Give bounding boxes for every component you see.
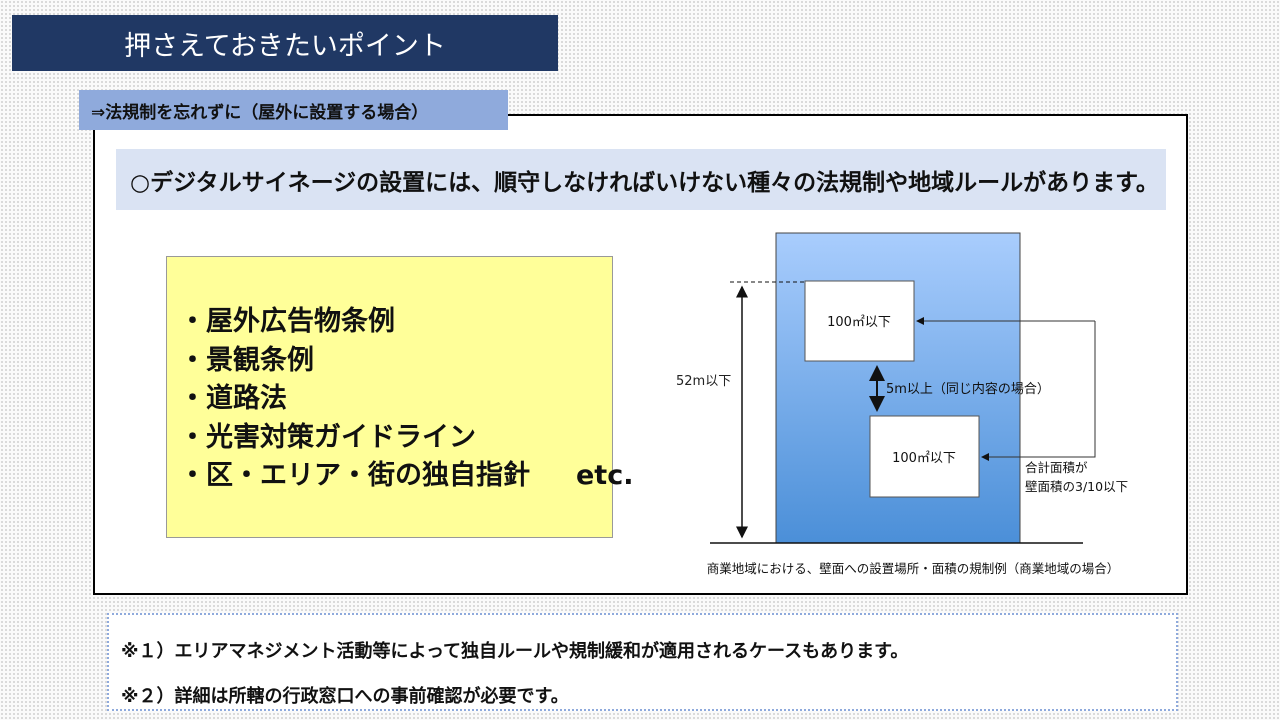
regulation-list: ・屋外広告物条例 ・景観条例 ・道路法 ・光害対策ガイドライン ・区・エリア・街… (166, 256, 633, 538)
footnote-2: ※２）詳細は所轄の行政窓口への事前確認が必要です。 (121, 686, 569, 707)
slide-title: 押さえておきたいポイント (12, 15, 558, 71)
regulation-item: ・区・エリア・街の独自指針 etc. (179, 457, 633, 496)
total-area-label-1: 合計面積が (1025, 460, 1088, 475)
regulation-item: ・景観条例 (179, 344, 314, 376)
regulation-item: ・屋外広告物条例 (179, 306, 395, 337)
section-subtitle: ⇒法規制を忘れずに（屋外に設置する場合） (79, 90, 508, 130)
total-area-connector (981, 321, 1096, 461)
sign-top-label: 100㎡以下 (827, 315, 891, 330)
diagram-caption: 商業地域における、壁面への設置場所・面積の規制例（商業地域の場合） (707, 561, 1120, 576)
total-area-label-2: 壁面積の3/10以下 (1025, 479, 1128, 494)
intro-banner: ○デジタルサイネージの設置には、順守しなければいけない種々の法規制や地域ルールが… (116, 149, 1166, 210)
sign-bottom-label: 100㎡以下 (892, 451, 956, 466)
sign-bottom (869, 415, 980, 498)
spacing-label: 5m以上（同じ内容の場合） (886, 381, 1050, 397)
footnote-1: ※１）エリアマネジメント活動等によって独自ルールや規制緩和が適用されるケースもあ… (121, 641, 909, 662)
sign-top (804, 280, 915, 362)
regulation-item-text: ・区・エリア・街の独自指針 (179, 460, 530, 491)
footnotes: ※１）エリアマネジメント活動等によって独自ルールや規制緩和が適用されるケースもあ… (107, 613, 1178, 711)
etc-label: etc. (576, 460, 634, 491)
height-label: 52m以下 (676, 374, 731, 389)
regulation-item: ・光害対策ガイドライン (179, 421, 476, 453)
regulation-item: ・道路法 (179, 383, 287, 414)
wall-signage-diagram: 52m以下 100㎡以下 100㎡以下 5m以上（同じ内容の場合） 合計面積が … (676, 232, 1128, 576)
